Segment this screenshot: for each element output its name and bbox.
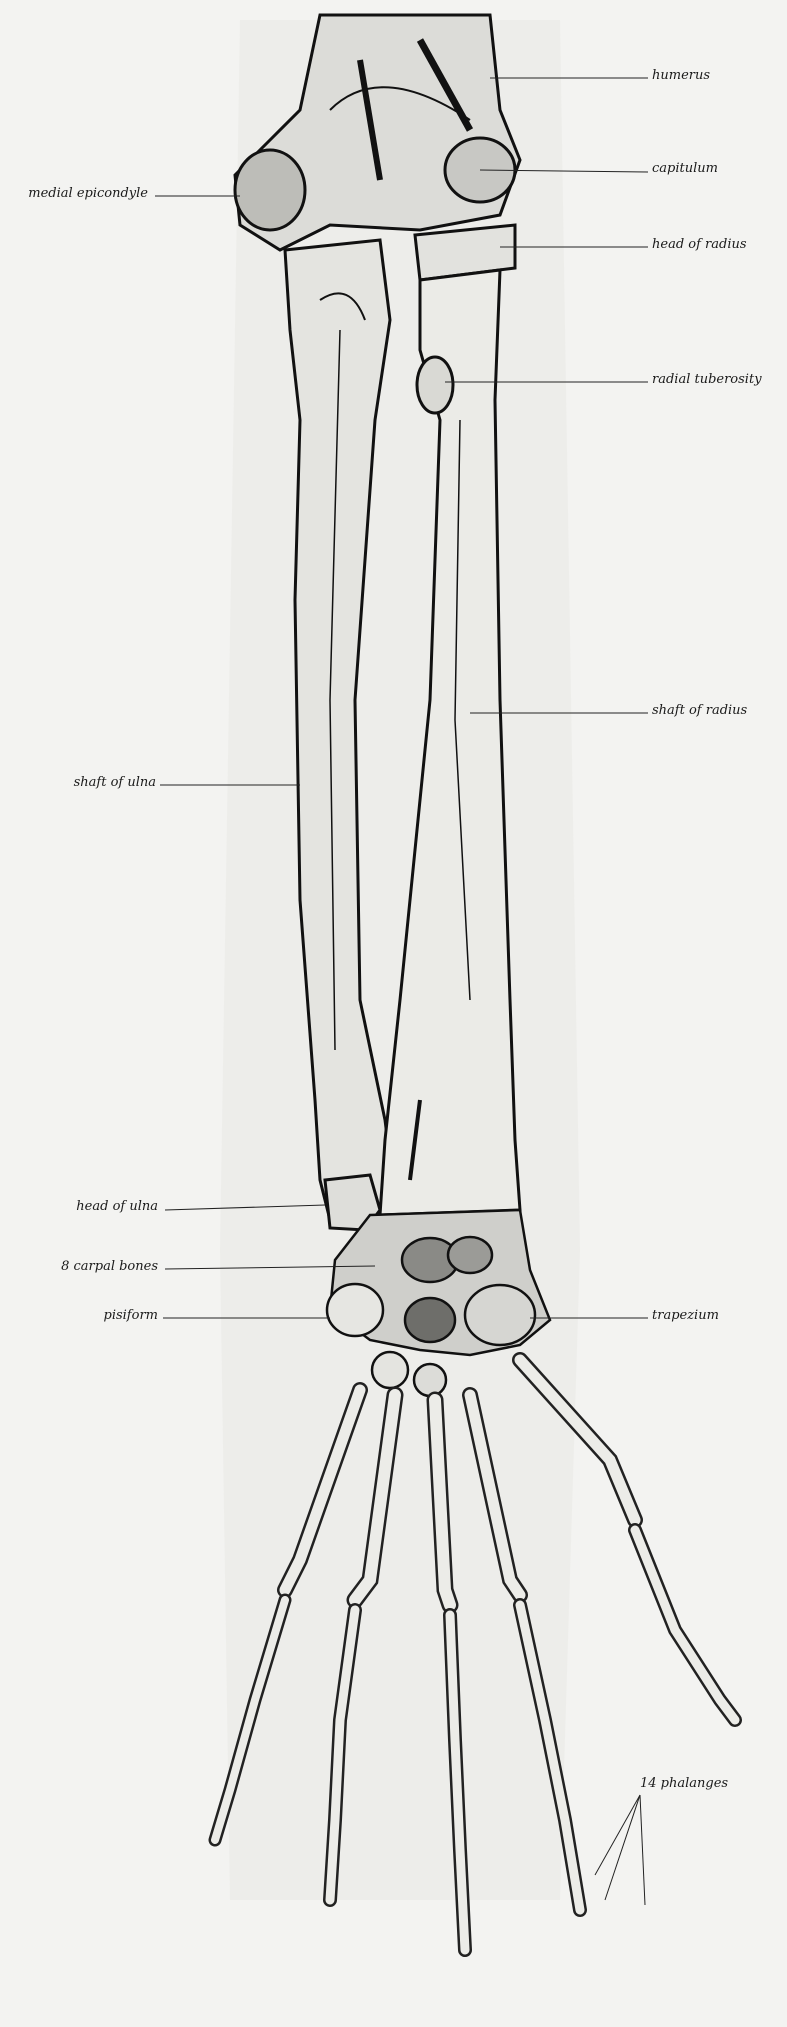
label-head-of-ulna: head of ulna [8, 1199, 158, 1214]
label-head-of-radius: head of radius [652, 237, 747, 252]
label-shaft-of-radius: shaft of radius [652, 703, 747, 718]
label-humerus: humerus [652, 68, 710, 83]
label-pisiform: pisiform [8, 1308, 158, 1323]
label-trapezium: trapezium [652, 1308, 719, 1323]
label-carpal-bones: 8 carpal bones [8, 1259, 158, 1274]
label-shaft-of-ulna: shaft of ulna [8, 775, 156, 790]
label-capitulum: capitulum [652, 161, 718, 176]
label-medial-epicondyle: medial epicondyle [8, 186, 148, 201]
label-radial-tuberosity: radial tuberosity [652, 372, 762, 387]
label-phalanges: 14 phalanges [640, 1776, 728, 1791]
